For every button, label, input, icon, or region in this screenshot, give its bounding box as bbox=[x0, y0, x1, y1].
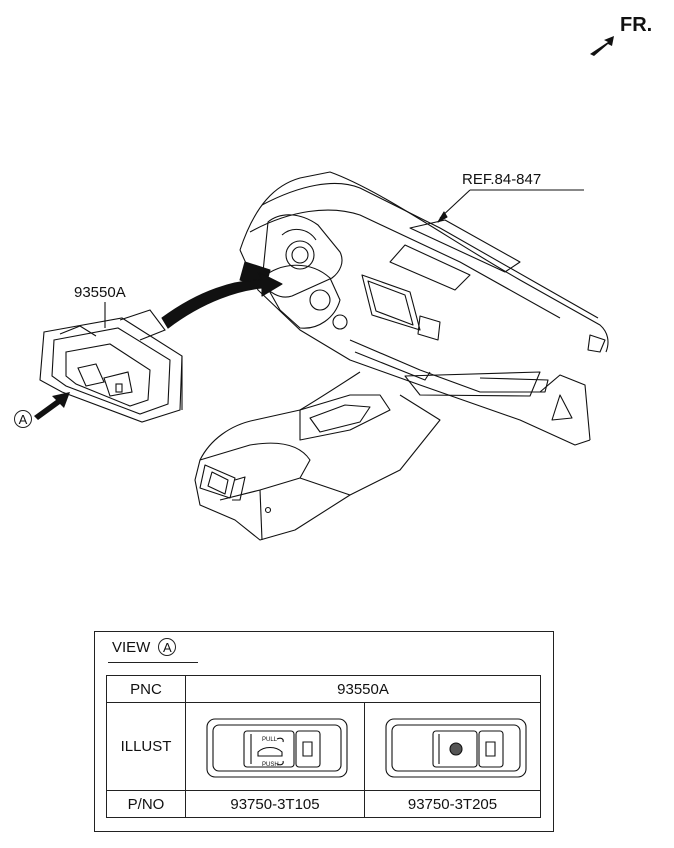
illust-header: ILLUST bbox=[106, 702, 186, 791]
illust-cell-2 bbox=[364, 702, 541, 791]
switch-illustration-2 bbox=[385, 717, 527, 778]
parts-table: PNC 93550A ILLUST bbox=[106, 675, 541, 818]
view-marker: A bbox=[14, 410, 32, 428]
view-label: VIEW bbox=[112, 638, 151, 656]
illust-cell-1: PULL PUSH bbox=[185, 702, 365, 791]
view-letter-circle: A bbox=[158, 638, 177, 656]
illust-row: ILLUST PULL PUSH bbox=[106, 702, 541, 791]
front-label: FR. bbox=[620, 14, 653, 36]
switch-illustration-1: PULL PUSH bbox=[206, 717, 348, 778]
reference-label: REF.84-847 bbox=[462, 171, 542, 188]
pnc-row: PNC 93550A bbox=[106, 675, 541, 703]
arrow-icon bbox=[590, 36, 614, 56]
push-text: PUSH bbox=[262, 762, 279, 768]
switch-assembly-drawing bbox=[39, 309, 183, 423]
pull-text: PULL bbox=[262, 737, 278, 743]
pno-row: P/NO 93750-3T105 93750-3T205 bbox=[106, 790, 541, 818]
part-callout-label: 93550A bbox=[74, 284, 126, 301]
view-underline bbox=[108, 662, 198, 663]
arrow-icon bbox=[34, 392, 70, 420]
view-table-frame bbox=[94, 631, 554, 832]
part-number-1: 93750-3T105 bbox=[185, 790, 365, 818]
pnc-value: 93550A bbox=[185, 675, 541, 703]
view-marker-letter: A bbox=[18, 411, 28, 427]
front-direction-indicator: FR. bbox=[590, 12, 660, 57]
view-letter: A bbox=[163, 639, 172, 655]
pnc-header: PNC bbox=[106, 675, 186, 703]
view-header: VIEW A bbox=[112, 638, 177, 656]
pno-header: P/NO bbox=[106, 790, 186, 818]
dashboard-illustration bbox=[34, 171, 609, 541]
part-number-2: 93750-3T205 bbox=[364, 790, 541, 818]
